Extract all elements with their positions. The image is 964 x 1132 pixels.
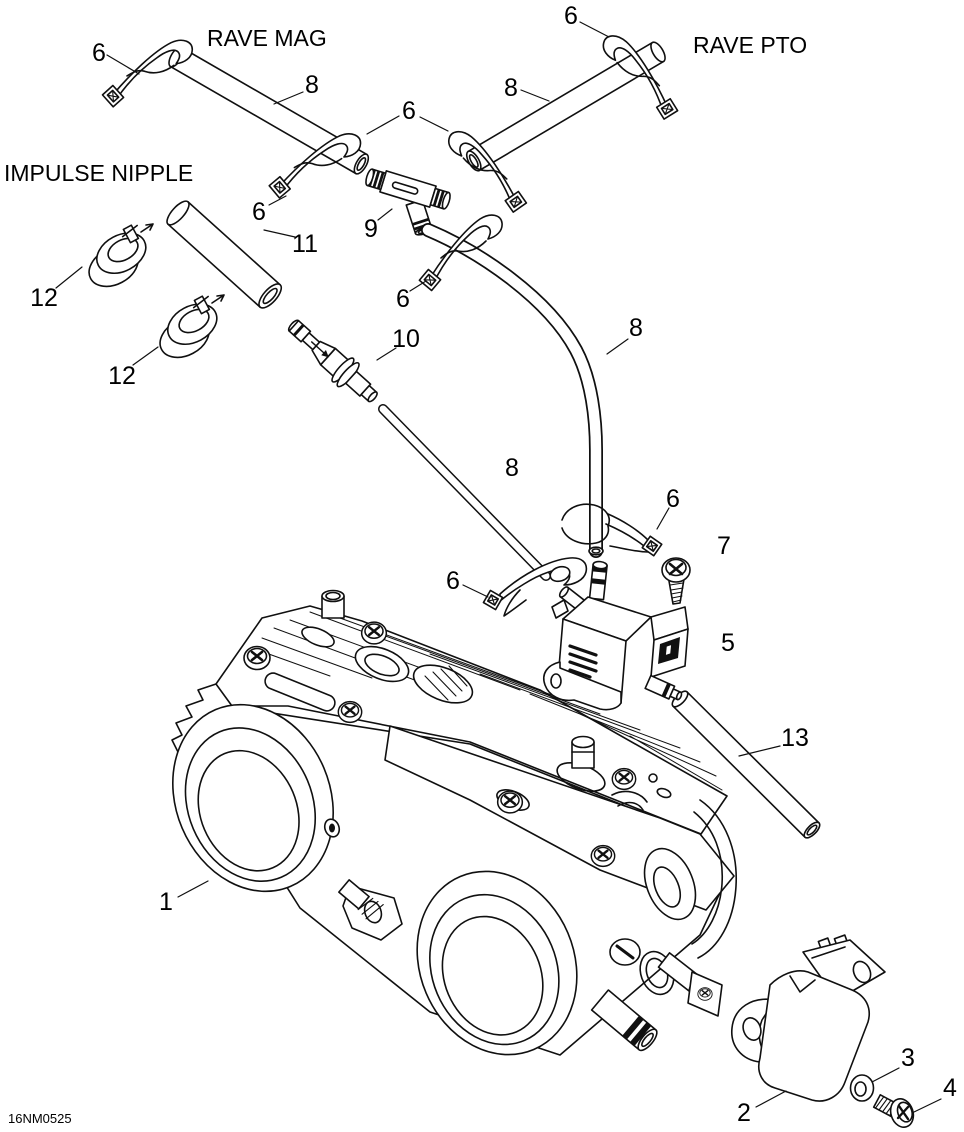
rave-pto-label: RAVE PTO — [693, 32, 807, 58]
callout-5-label: 5 — [721, 629, 735, 657]
callout-8-label: 8 — [504, 74, 518, 102]
callout-6-label: 6 — [666, 485, 680, 513]
callout-3-label: 3 — [901, 1044, 915, 1072]
callout-6-label: 6 — [252, 198, 266, 226]
impulse-tube-drawing — [166, 200, 283, 309]
spring-clamp — [147, 293, 230, 367]
hose-clamp-tie — [561, 503, 663, 557]
callout-7-label: 7 — [717, 532, 731, 560]
callout-6-label: 6 — [446, 567, 460, 595]
figure-code: 16NM0525 — [8, 1111, 72, 1126]
callout-8-label: 8 — [305, 71, 319, 99]
rave-pto-hose-drawing — [465, 41, 666, 172]
thin-hose-drawing — [378, 404, 551, 581]
callout-6-label: 6 — [564, 2, 578, 30]
diagram-labels: RAVE MAG RAVE PTO IMPULSE NIPPLE 1 2 3 4… — [4, 2, 957, 1127]
top-slab-hatching — [251, 611, 723, 791]
spring-clamp — [76, 222, 159, 296]
vent-stub — [321, 589, 345, 619]
sensor-drawing — [731, 934, 886, 1102]
cover-screw — [611, 767, 637, 791]
rave-mag-hose-drawing — [168, 46, 370, 175]
leader-lines — [55, 21, 942, 1113]
callout-2-label: 2 — [737, 1099, 751, 1127]
rave-mag-label: RAVE MAG — [207, 25, 327, 51]
callout-11-label: 11 — [292, 230, 318, 258]
cover-screw — [360, 620, 388, 646]
hose-clamp-tie — [100, 29, 195, 118]
callout-13-label: 13 — [781, 724, 809, 752]
screw-4-drawing — [872, 1094, 915, 1129]
capped-stub — [571, 735, 595, 769]
callout-6-label: 6 — [92, 39, 106, 67]
callout-1-label: 1 — [159, 888, 173, 916]
cover-screw — [242, 645, 272, 671]
callout-6-label: 6 — [402, 97, 416, 125]
venturi-bore-pto — [416, 870, 578, 1056]
carburetor-assembly-drawing — [171, 589, 737, 1056]
screw-7-drawing — [661, 557, 691, 605]
callout-4-label: 4 — [943, 1074, 957, 1102]
plunger — [338, 879, 384, 920]
throttle-shaft-assembly — [609, 938, 723, 1017]
washer-drawing — [849, 1074, 875, 1102]
callout-8-label: 8 — [505, 454, 519, 482]
holder-clamp-drawing — [482, 557, 588, 617]
fuel-nipple — [590, 989, 658, 1052]
callout-12-label: 12 — [30, 284, 58, 312]
cover-screw — [496, 789, 524, 815]
impulse-nipple-label: IMPULSE NIPPLE — [4, 160, 193, 186]
cover-screw — [337, 700, 363, 724]
venturi-bore-mag — [172, 703, 334, 893]
callout-10-label: 10 — [392, 325, 420, 353]
left-flange-edge — [171, 683, 217, 753]
callout-12-label: 12 — [108, 362, 136, 390]
callout-8-label: 8 — [629, 314, 643, 342]
check-valve-drawing — [287, 319, 378, 403]
solenoid-hose-drawing — [421, 223, 604, 558]
callout-9-label: 9 — [364, 215, 378, 243]
solenoid-valve-drawing — [543, 560, 689, 711]
cover-screw — [590, 844, 616, 868]
callout-6-label: 6 — [396, 285, 410, 313]
